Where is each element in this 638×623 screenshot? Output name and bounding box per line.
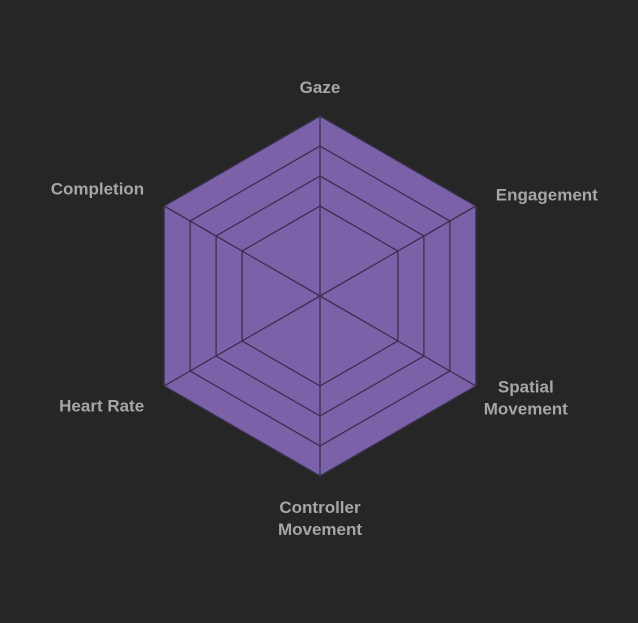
grid-spoke [319, 205, 477, 297]
grid-layer [163, 115, 477, 477]
axis-label-line: Engagement [496, 186, 598, 205]
axis-label-line: Spatial [498, 378, 554, 397]
axis-label-line: Controller [279, 498, 361, 517]
axis-label-line: Movement [278, 520, 362, 539]
grid-spoke [319, 295, 477, 387]
axis-label-line: Movement [484, 400, 568, 419]
axis-label: Gaze [300, 78, 341, 97]
grid-spoke [163, 205, 321, 297]
axis-label-line: Completion [51, 180, 145, 199]
axis-label-line: Heart Rate [59, 397, 144, 416]
grid-spoke [163, 295, 321, 387]
axis-label: Engagement [496, 186, 598, 205]
axis-label-line: Gaze [300, 78, 341, 97]
axis-label: Completion [51, 180, 145, 199]
axis-label: Heart Rate [59, 397, 144, 416]
